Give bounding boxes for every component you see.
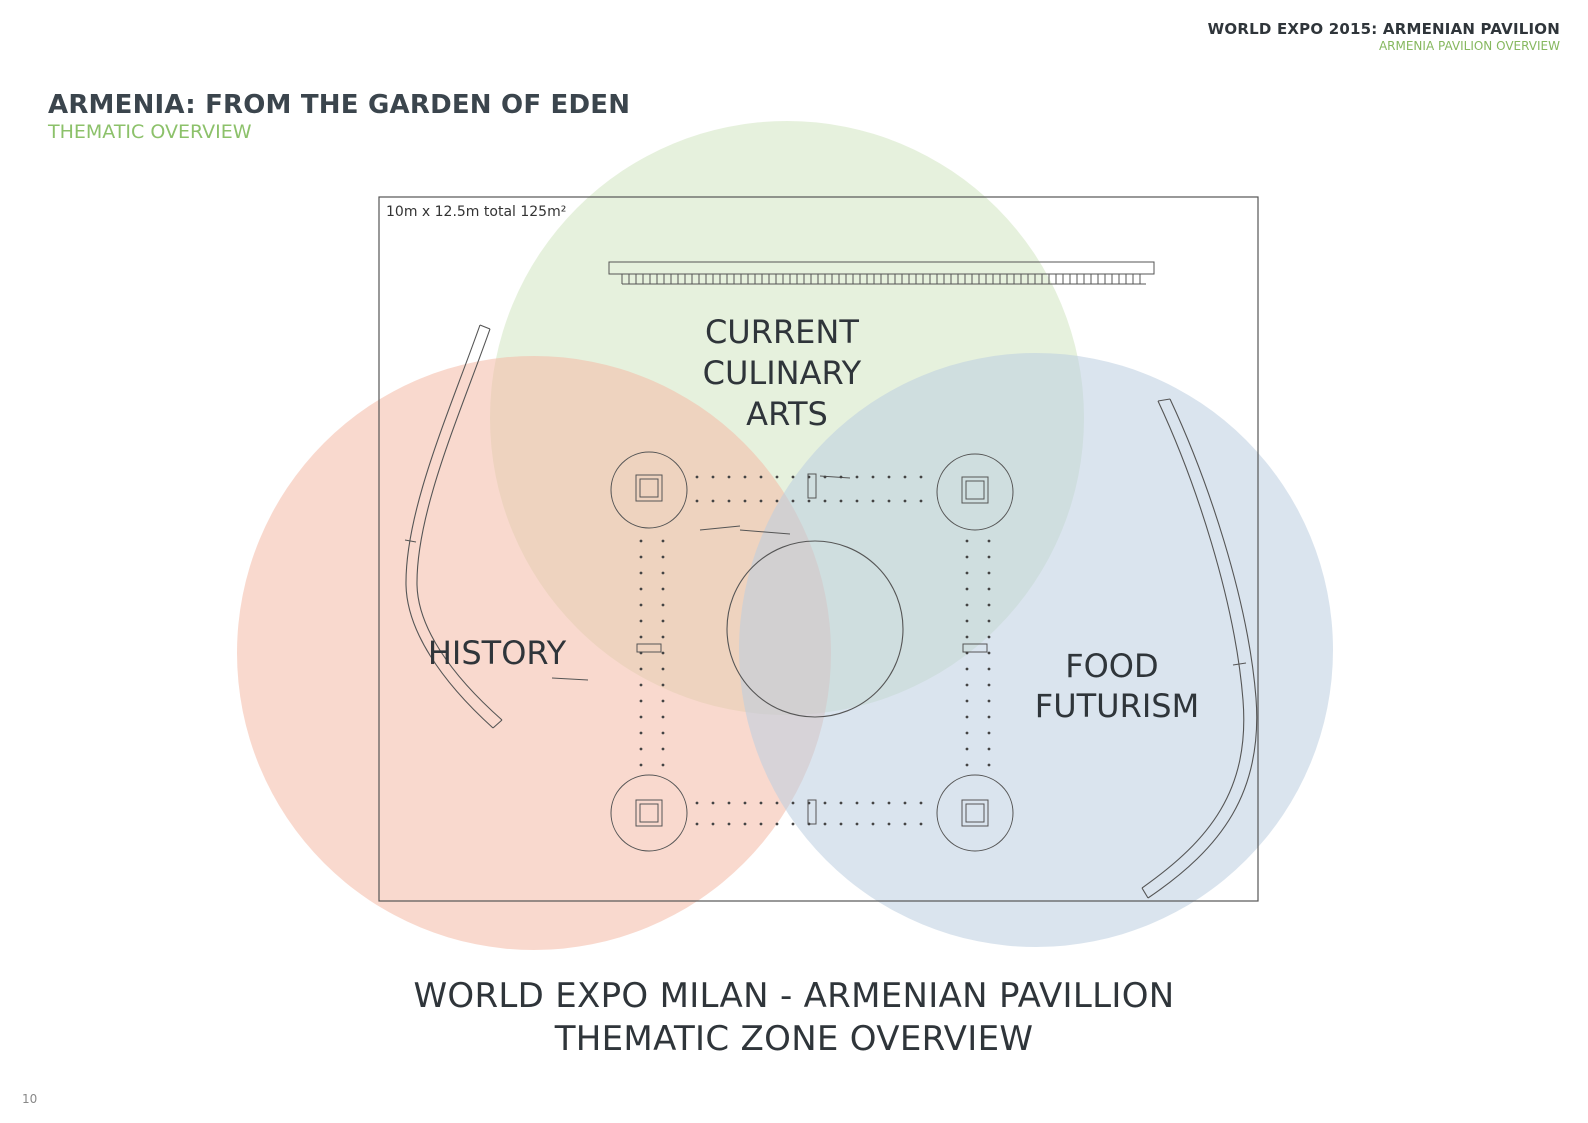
zone-label-history: HISTORY: [428, 634, 567, 672]
document-section: ARMENIA PAVILION OVERVIEW: [1378, 38, 1560, 53]
corner-column-top-left: [610, 451, 688, 529]
document-header: WORLD EXPO 2015: ARMENIAN PAVILION ARMEN…: [1208, 20, 1560, 54]
page-number: 10: [22, 1092, 38, 1106]
caption-line-1: WORLD EXPO MILAN - ARMENIAN PAVILLION: [413, 976, 1175, 1016]
centre-circular-element: [726, 540, 904, 718]
page-heading: ARMENIA: FROM THE GARDEN OF EDEN THEMATI…: [48, 90, 630, 144]
zone-label-futurism: FOOD FUTURISM: [1035, 647, 1199, 725]
corner-column-top-right: [936, 453, 1014, 531]
floor-plan-outline: [378, 196, 1259, 902]
corner-column-bottom-right: [936, 774, 1014, 852]
corner-column-bottom-left: [610, 774, 688, 852]
zone-circle-history: [237, 356, 831, 950]
zone-circle-futurism: [739, 353, 1333, 947]
diagram-caption: WORLD EXPO MILAN - ARMENIAN PAVILLION TH…: [0, 975, 1588, 1060]
page-subtitle: THEMATIC OVERVIEW: [48, 121, 252, 144]
caption-line-2: THEMATIC ZONE OVERVIEW: [554, 1018, 1034, 1059]
right-curved-wall: [1141, 398, 1258, 899]
zone-label-culinary: CURRENT CULINARY ARTS: [703, 313, 872, 433]
floor-dimensions-label: 10m x 12.5m total 125m²: [386, 204, 566, 220]
dotted-grid: [639, 475, 991, 826]
left-curved-wall: [404, 324, 503, 729]
page-title: ARMENIA: FROM THE GARDEN OF EDEN: [48, 90, 631, 120]
top-counter: [608, 261, 1155, 285]
document-title: WORLD EXPO 2015: ARMENIAN PAVILION: [1207, 20, 1560, 38]
